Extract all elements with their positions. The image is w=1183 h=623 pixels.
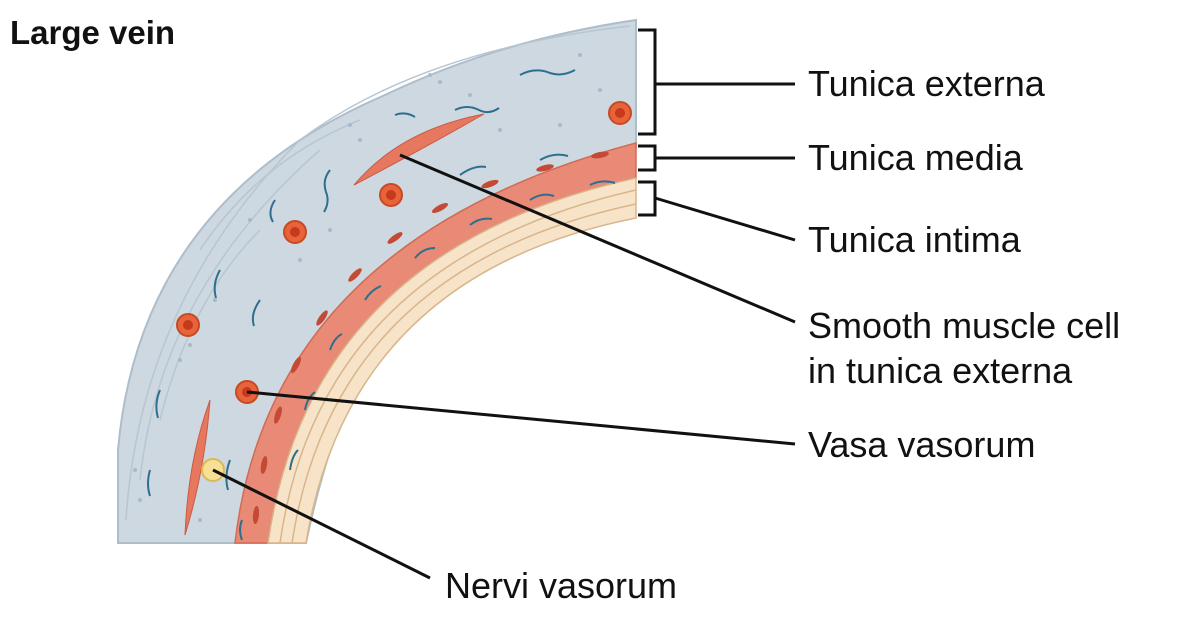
label-nervi-vasorum: Nervi vasorum bbox=[445, 565, 678, 606]
externa-outer-fibers bbox=[125, 25, 631, 521]
label-vasa-vasorum: Vasa vasorum bbox=[808, 424, 1036, 465]
label-tunica-media: Tunica media bbox=[808, 137, 1023, 178]
smooth-muscle-cell bbox=[353, 113, 485, 186]
label-tunica-externa: Tunica externa bbox=[808, 63, 1045, 104]
label-smooth-muscle-line2: in tunica externa bbox=[808, 350, 1073, 391]
label-tunica-intima: Tunica intima bbox=[808, 219, 1021, 260]
externa-dots bbox=[133, 53, 602, 522]
media-nuclei bbox=[252, 151, 609, 524]
leader-lines bbox=[212, 82, 796, 580]
smooth-muscle-cell bbox=[184, 399, 211, 536]
diagram-title: Large vein bbox=[10, 14, 176, 51]
elastic-fibers bbox=[147, 69, 616, 541]
intima-lines bbox=[279, 189, 637, 544]
layer-brackets bbox=[638, 28, 657, 217]
label-smooth-muscle-line1: Smooth muscle cell bbox=[808, 305, 1121, 346]
